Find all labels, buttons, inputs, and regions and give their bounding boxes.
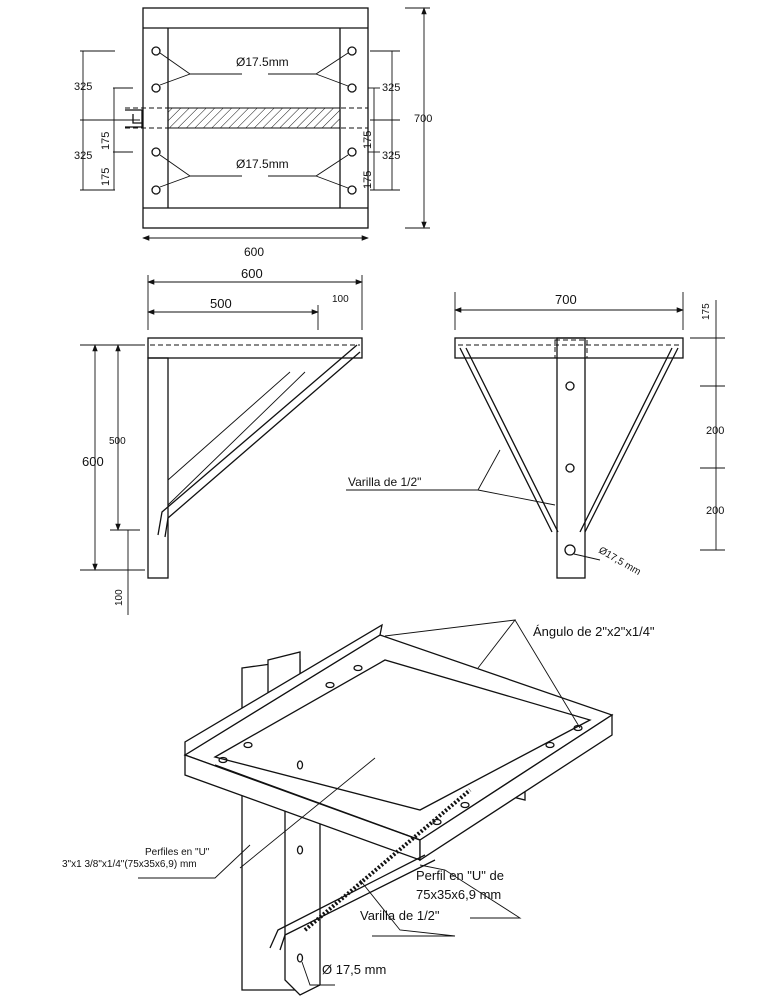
dim-label: 600: [244, 245, 264, 259]
dim-label: 325: [74, 81, 92, 93]
dim-label: 325: [74, 150, 92, 162]
dim-label: 175: [100, 132, 112, 150]
hole-label: Ø17,5 mm: [597, 545, 643, 578]
hole-diameter-label: Ø17.5mm: [236, 157, 289, 171]
dim-label: 500: [109, 436, 126, 447]
front-view: 700 175 200 200 Varilla de 1/2" Ø17,5 mm: [346, 292, 725, 579]
top-view: Ø17.5mm Ø17.5mm 325 325 175 175 325 325 …: [74, 7, 432, 259]
hatched-profile-section: [167, 107, 341, 129]
dim-label: 100: [114, 589, 125, 606]
isometric-view: Ángulo de 2"x2"x1/4" Perfiles en "U" 3"x…: [62, 619, 655, 996]
profile-label: Perfil en "U" de: [416, 868, 504, 883]
dim-label: 175: [362, 131, 374, 149]
side-view: 600 500 100 600 500 100: [80, 266, 363, 615]
rod-label: Varilla de 1/2": [348, 475, 421, 489]
dim-label: 325: [382, 150, 400, 162]
dim-label: 175: [362, 171, 374, 189]
dim-label: 175: [100, 168, 112, 186]
profile-spec-label: 75x35x6,9 mm: [416, 887, 501, 902]
dim-label: 200: [706, 505, 724, 517]
top-view-frame: [142, 7, 369, 229]
dim-label: 175: [701, 303, 712, 320]
dim-label: 500: [210, 296, 232, 311]
bolt-holes: [151, 46, 357, 195]
dim-label: 325: [382, 82, 400, 94]
dim-label: 100: [332, 294, 349, 305]
u-channel-section-icon: [125, 109, 143, 128]
profiles-label: Perfiles en "U": [145, 847, 210, 858]
dim-label: 200: [706, 425, 724, 437]
dim-label: 700: [555, 292, 577, 307]
angle-label: Ángulo de 2"x2"x1/4": [533, 624, 655, 639]
rod-label: Varilla de 1/2": [360, 908, 440, 923]
hole-diameter-label: Ø17.5mm: [236, 55, 289, 69]
profiles-spec-label: 3"x1 3/8"x1/4"(75x35x6,9) mm: [62, 859, 197, 870]
dim-label: 600: [241, 266, 263, 281]
dim-label: 600: [82, 454, 104, 469]
dim-label: 700: [414, 113, 432, 125]
hole-label: Ø 17,5 mm: [322, 962, 386, 977]
